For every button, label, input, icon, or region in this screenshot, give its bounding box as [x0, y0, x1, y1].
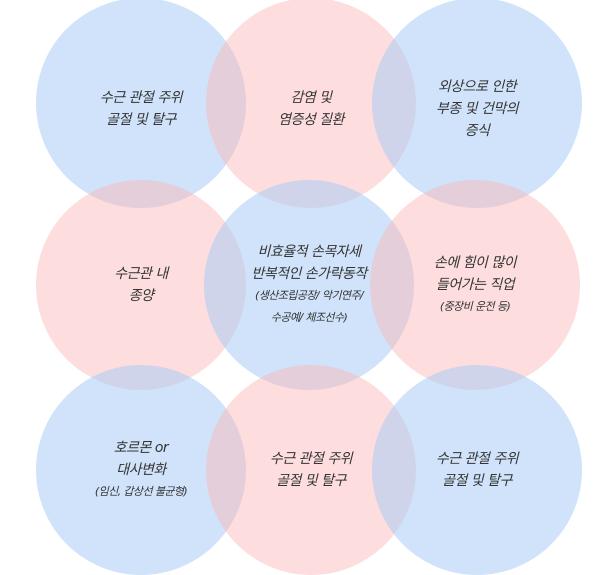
- circle-line: 수근 관절 주위: [269, 451, 353, 467]
- circle-repetitive-motion: 비효율적 손목자세 반복적인 손가락동작 (생산조립공장/ 악기연주/ 수공예/…: [204, 180, 414, 390]
- circle-line: 부종 및 건막의: [435, 101, 519, 117]
- circle-line: 염증성 질환: [278, 112, 344, 128]
- circle-line: 골절 및 탈구: [276, 473, 346, 489]
- circle-line: 수근 관절 주위: [99, 90, 183, 106]
- circle-line: 종양: [128, 288, 154, 304]
- circle-heavy-labor: 손에 힘이 많이 들어가는 직업 (중장비 운전 등): [370, 180, 580, 390]
- circle-wrist-fracture-top-left: 수근 관절 주위 골절 및 탈구: [36, 0, 246, 208]
- circle-line: 수근 관절 주위: [435, 451, 519, 467]
- circle-line: 들어가는 직업: [435, 277, 515, 293]
- circle-note: (임신, 갑상선 불균형): [94, 485, 188, 498]
- circle-hormonal-change: 호르몬 or 대사변화 (임신, 갑상선 불균형): [36, 365, 246, 575]
- circle-note: (생산조립공장/ 악기연주/: [255, 289, 364, 302]
- circle-line: 호르몬 or: [113, 440, 169, 456]
- circle-line: 수근관 내: [114, 266, 168, 282]
- circle-line: 비효율적 손목자세: [257, 244, 362, 260]
- circle-line: 반복적인 손가락동작: [251, 266, 367, 282]
- circle-line: 골절 및 탈구: [106, 112, 176, 128]
- circle-line: 골절 및 탈구: [442, 473, 512, 489]
- circle-line: 증식: [464, 123, 490, 139]
- circle-line: 외상으로 인한: [437, 79, 517, 95]
- circle-trauma-swelling: 외상으로 인한 부종 및 건막의 증식: [372, 0, 582, 208]
- circle-line: 대사변화: [116, 462, 166, 478]
- circle-line: 감염 및: [290, 90, 332, 106]
- circle-note: 수공예/ 체조선수): [270, 311, 348, 324]
- circle-wrist-fracture-bottom-right: 수근 관절 주위 골절 및 탈구: [372, 365, 582, 575]
- circle-note: (중장비 운전 등): [439, 300, 511, 313]
- circle-line: 손에 힘이 많이: [433, 255, 517, 271]
